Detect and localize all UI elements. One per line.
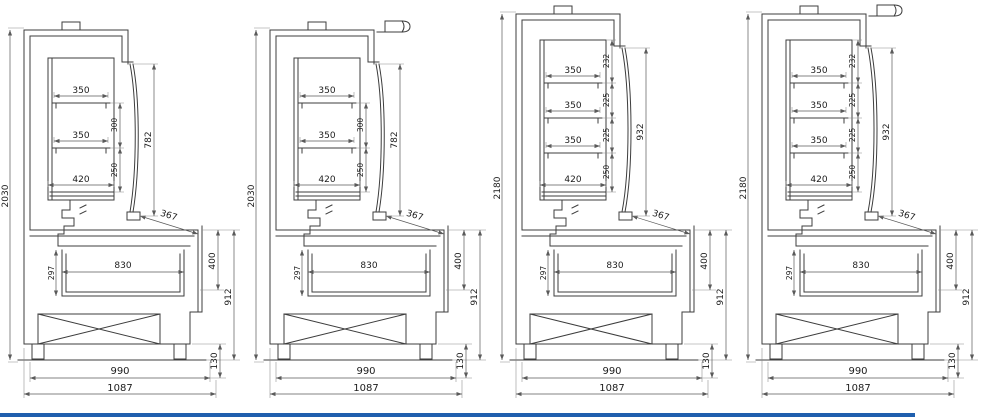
cabinet-line-art bbox=[254, 22, 486, 398]
dim-overall-depth: 1087 bbox=[107, 383, 132, 394]
panel-cabinet-4-shelf-canopy: 2180 350 350 350 420 232 225 225 250 932… bbox=[739, 4, 984, 417]
dim-well-depth: 297 bbox=[785, 266, 794, 281]
dim-foot-span: 990 bbox=[602, 366, 621, 377]
dim-shelf-3: 350 bbox=[810, 136, 827, 146]
dim-grille-depth: 367 bbox=[897, 209, 916, 224]
dim-plinth-height: 130 bbox=[456, 352, 466, 369]
dim-front-height: 400 bbox=[454, 252, 464, 269]
dim-gap-4: 250 bbox=[602, 165, 611, 180]
dim-opening-height: 932 bbox=[882, 123, 892, 140]
dim-gap-2: 225 bbox=[602, 93, 611, 108]
dim-gap-upper: 300 bbox=[356, 118, 365, 133]
dim-well-depth: 297 bbox=[293, 266, 302, 281]
dim-front-height: 400 bbox=[700, 252, 710, 269]
dim-well-width: 830 bbox=[114, 261, 131, 271]
canopy-flag-icon bbox=[376, 20, 411, 33]
dim-overall-height: 2030 bbox=[247, 184, 257, 207]
dim-overall-height: 2180 bbox=[739, 176, 749, 199]
dim-shelf-3: 350 bbox=[564, 136, 581, 146]
canopy-flag-icon bbox=[868, 4, 903, 17]
dim-opening-height: 932 bbox=[636, 123, 646, 140]
dim-overall-height: 2180 bbox=[493, 176, 503, 199]
dim-opening-height: 782 bbox=[390, 131, 400, 148]
dim-grille-depth: 367 bbox=[159, 209, 178, 224]
dim-grille-depth: 367 bbox=[405, 209, 424, 224]
dim-base-height: 912 bbox=[962, 288, 972, 305]
dim-base-height: 912 bbox=[224, 288, 234, 305]
dim-shelf-1: 350 bbox=[318, 86, 335, 96]
dim-shelf-1: 350 bbox=[72, 86, 89, 96]
dim-gap-upper: 300 bbox=[110, 118, 119, 133]
dim-gap-4: 250 bbox=[848, 165, 857, 180]
bottom-accent-rect bbox=[0, 413, 915, 417]
dim-base-height: 912 bbox=[716, 288, 726, 305]
dim-gap-1: 232 bbox=[602, 54, 611, 69]
dim-well-width: 830 bbox=[360, 261, 377, 271]
dim-overall-height: 2030 bbox=[1, 184, 11, 207]
dim-well-width: 830 bbox=[852, 261, 869, 271]
dim-bottom-shelf: 420 bbox=[810, 175, 827, 185]
dim-bottom-shelf: 420 bbox=[564, 175, 581, 185]
dim-gap-3: 225 bbox=[848, 128, 857, 143]
dim-gap-lower: 250 bbox=[356, 163, 365, 178]
dim-well-depth: 297 bbox=[47, 266, 56, 281]
cabinet-line-art bbox=[746, 6, 978, 398]
dim-opening-height: 782 bbox=[144, 131, 154, 148]
dim-overall-depth: 1087 bbox=[353, 383, 378, 394]
panel-cabinet-4-shelf: 2180 350 350 350 420 232 225 225 250 932… bbox=[493, 0, 738, 417]
dim-well-width: 830 bbox=[606, 261, 623, 271]
panel-cabinet-3-shelf: 2030 350 350 420 300 250 782 367 830 297… bbox=[1, 0, 246, 417]
dim-shelf-2: 350 bbox=[564, 101, 581, 111]
dim-overall-depth: 1087 bbox=[599, 383, 624, 394]
cabinet-line-art bbox=[500, 6, 732, 398]
dim-shelf-2: 350 bbox=[72, 131, 89, 141]
dim-gap-lower: 250 bbox=[110, 163, 119, 178]
dim-well-depth: 297 bbox=[539, 266, 548, 281]
panel-cabinet-3-shelf-canopy: 2030 350 350 420 300 250 782 367 830 297… bbox=[247, 20, 492, 417]
dim-plinth-height: 130 bbox=[948, 352, 958, 369]
bottom-accent-bar bbox=[0, 413, 915, 417]
cabinet-line-art bbox=[8, 22, 240, 398]
dim-grille-depth: 367 bbox=[651, 209, 670, 224]
dim-front-height: 400 bbox=[946, 252, 956, 269]
dim-bottom-shelf: 420 bbox=[318, 175, 335, 185]
dim-shelf-2: 350 bbox=[810, 101, 827, 111]
dim-foot-span: 990 bbox=[110, 366, 129, 377]
dim-shelf-2: 350 bbox=[318, 131, 335, 141]
dim-foot-span: 990 bbox=[848, 366, 867, 377]
dim-gap-2: 225 bbox=[848, 93, 857, 108]
dim-shelf-1: 350 bbox=[810, 66, 827, 76]
dim-front-height: 400 bbox=[208, 252, 218, 269]
dim-gap-3: 225 bbox=[602, 128, 611, 143]
dim-bottom-shelf: 420 bbox=[72, 175, 89, 185]
dim-plinth-height: 130 bbox=[210, 352, 220, 369]
dim-shelf-1: 350 bbox=[564, 66, 581, 76]
dim-base-height: 912 bbox=[470, 288, 480, 305]
dim-foot-span: 990 bbox=[356, 366, 375, 377]
dim-gap-1: 232 bbox=[848, 54, 857, 69]
dim-overall-depth: 1087 bbox=[845, 383, 870, 394]
dim-plinth-height: 130 bbox=[702, 352, 712, 369]
